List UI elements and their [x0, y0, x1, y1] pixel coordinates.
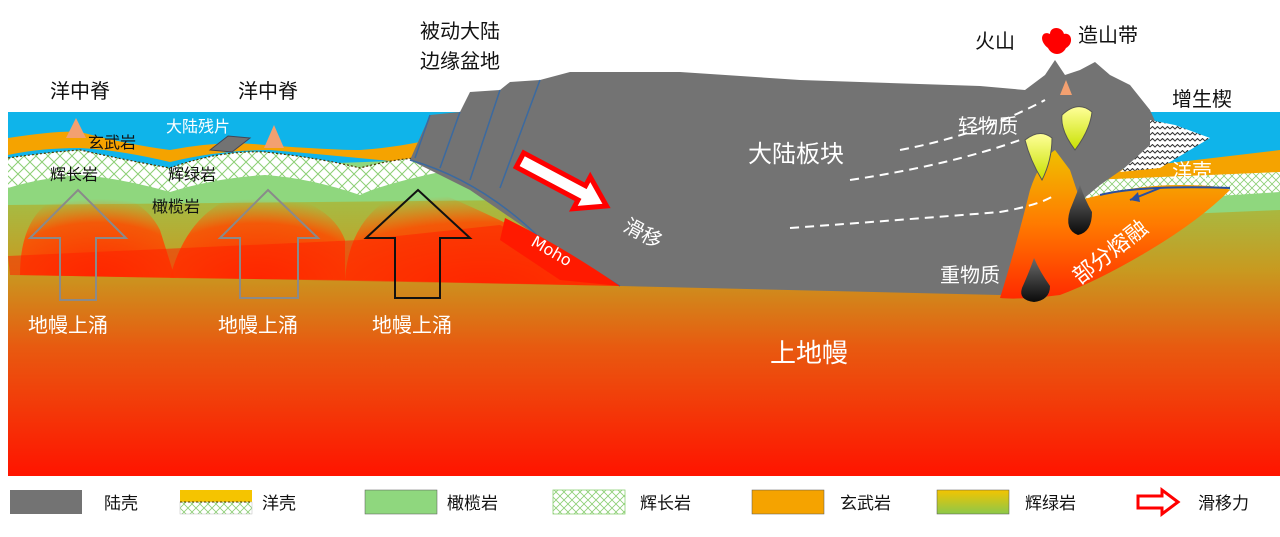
light-matter-2 [1061, 106, 1093, 151]
legend-label-peridotite: 橄榄岩 [447, 494, 498, 514]
legend-swatch-gabbro [552, 489, 626, 515]
continental-plate-label: 大陆板块 [748, 140, 844, 168]
upper-mantle-label: 上地幔 [770, 339, 848, 369]
legend-swatch-peridotite [364, 489, 438, 515]
upwelling-arrow-1 [27, 188, 129, 301]
passive-margin-label-1: 被动大陆 [420, 19, 500, 43]
diabase-line [7, 149, 416, 169]
accretionary-wedge [1120, 120, 1210, 172]
accretionary-wedge-label: 增生楔 [1172, 87, 1232, 111]
light-matter-label: 轻物质 [958, 114, 1018, 138]
legend-label-continental-crust: 陆壳 [104, 494, 138, 514]
legend-swatch-basalt [751, 489, 825, 515]
legend-swatch-diabase [936, 489, 1010, 515]
volcano-label: 火山 [975, 29, 1015, 53]
continent-fragment [208, 135, 252, 153]
upwelling-label-2: 地幔上涌 [218, 313, 298, 337]
continent-fragment-label: 大陆残片 [166, 117, 230, 136]
oceanic-crust-label: 洋壳 [1172, 159, 1212, 183]
heavy-matter-2 [1021, 258, 1050, 302]
legend-label-slide-force: 滑移力 [1198, 494, 1249, 514]
basalt-label: 玄武岩 [88, 133, 136, 152]
legend-swatch-slide-force [1136, 487, 1181, 517]
upwelling-arrow-2 [217, 188, 321, 299]
peridotite-label: 橄榄岩 [152, 197, 200, 216]
ridge-label-2: 洋中脊 [238, 79, 298, 103]
legend-label-basalt: 玄武岩 [840, 494, 891, 514]
passive-margin-label-2: 边缘盆地 [420, 49, 500, 73]
light-matter-1 [1024, 133, 1053, 182]
gabbro-layer [8, 150, 440, 195]
upwelling-label-1: 地幔上涌 [28, 313, 108, 337]
legend-label-diabase: 辉绿岩 [1025, 494, 1076, 514]
ridge-label-1: 洋中脊 [50, 79, 110, 103]
heavy-matter-label: 重物质 [940, 263, 1000, 287]
ridge-1-peak [66, 118, 86, 138]
slide-arrow [512, 149, 611, 212]
legend-label-gabbro: 辉长岩 [640, 494, 691, 514]
upwelling-arrow-3 [363, 188, 473, 299]
orogen-label: 造山带 [1078, 23, 1138, 47]
legend-label-oceanic-crust: 洋壳 [262, 494, 296, 514]
diabase-label: 辉绿岩 [168, 165, 216, 184]
ridge-2-peak [264, 125, 284, 148]
moho-zone [500, 218, 620, 286]
legend-swatch-continental-crust [10, 490, 82, 514]
volcano-icon [1042, 28, 1072, 54]
continental-plate [410, 60, 1160, 295]
heavy-matter-1 [1068, 185, 1092, 235]
upwelling-label-3: 地幔上涌 [372, 313, 452, 337]
legend: 陆壳 洋壳 橄榄岩 辉长岩 玄武岩 辉绿岩 滑移力 [10, 487, 1249, 517]
legend-swatch-oceanic-crust [180, 490, 252, 502]
gabbro-label: 辉长岩 [50, 165, 98, 184]
